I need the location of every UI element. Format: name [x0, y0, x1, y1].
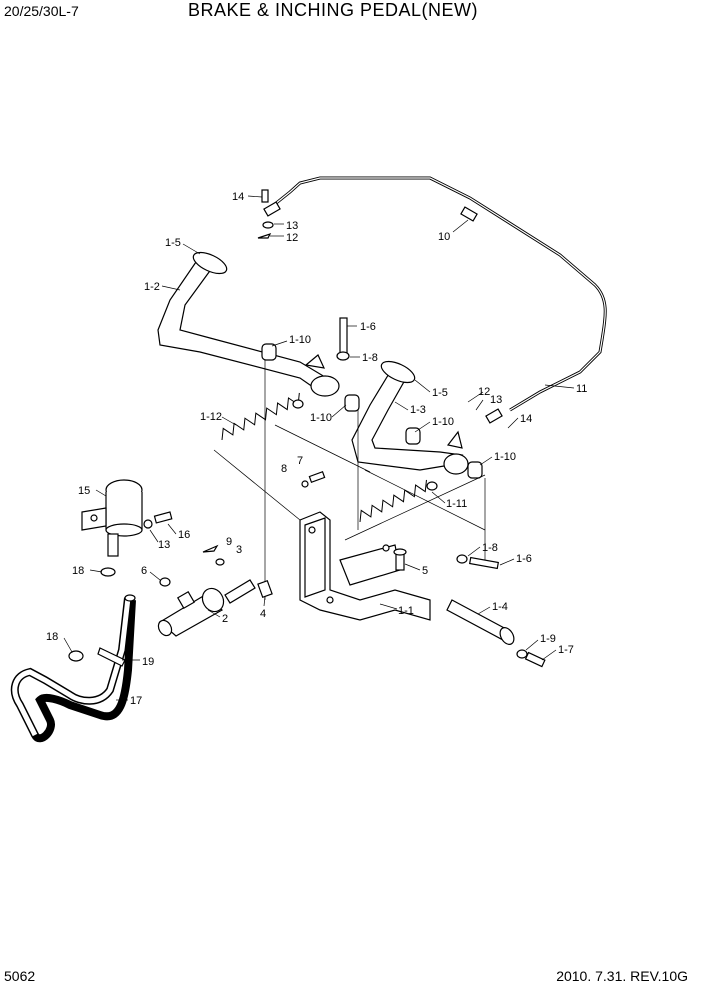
callout-1-12: 1-12: [200, 411, 222, 423]
callout-1-10: 1-10: [432, 416, 454, 428]
callout-1-3: 1-3: [410, 404, 426, 416]
pedal-bracket: [299, 511, 431, 621]
spring-1-12: [221, 392, 304, 441]
callout-13: 13: [490, 394, 502, 406]
callout-1-2: 1-2: [144, 281, 160, 293]
callout-1-10: 1-10: [289, 334, 311, 346]
callout-6: 6: [141, 565, 147, 577]
callout-11: 11: [576, 383, 587, 395]
pivot-pin-1-4: [446, 599, 546, 668]
callout-15: 15: [78, 485, 90, 497]
bolt-1-6: [336, 317, 350, 361]
bolt-1-6-right: [456, 554, 500, 570]
model-code: 20/25/30L-7: [4, 3, 79, 19]
callout-1-1: 1-1: [398, 605, 414, 617]
callout-1-8: 1-8: [362, 352, 378, 364]
callout-1-5: 1-5: [432, 387, 448, 399]
reservoir-15: [81, 479, 143, 557]
callout-7: 7: [297, 455, 303, 467]
callout-19: 19: [142, 656, 154, 668]
hose-17: [10, 594, 136, 743]
callout-leaders: [63, 195, 575, 701]
callout-1-10: 1-10: [494, 451, 516, 463]
callout-12: 12: [478, 386, 490, 398]
leader-guides: [213, 360, 486, 600]
callout-10: 10: [438, 231, 450, 243]
callout-14: 14: [232, 191, 244, 203]
callout-1-7: 1-7: [558, 644, 574, 656]
callout-1-11: 1-11: [446, 498, 467, 510]
callout-14: 14: [520, 413, 532, 425]
callout-1-6: 1-6: [516, 553, 532, 565]
callout-4: 4: [260, 608, 266, 620]
callout-1-8: 1-8: [482, 542, 498, 554]
inching-cable: [263, 176, 607, 424]
callout-1-10: 1-10: [310, 412, 332, 424]
callout-labels: 14 13 12 10 1-5 1-2 1-6 1-10 1-8 11 1-5 …: [46, 191, 587, 707]
callout-3: 3: [236, 544, 242, 556]
clevis-pin-top: [257, 189, 274, 239]
callout-9: 9: [226, 536, 232, 548]
callout-16: 16: [178, 529, 190, 541]
callout-2: 2: [222, 613, 228, 625]
brake-pedal-arm: [157, 251, 340, 397]
callout-17: 17: [130, 695, 142, 707]
callout-12: 12: [286, 232, 298, 244]
master-cylinder-hardware: [159, 544, 273, 599]
callout-1-5: 1-5: [165, 237, 181, 249]
callout-1-9: 1-9: [540, 633, 556, 645]
page-title: BRAKE & INCHING PEDAL(NEW): [188, 0, 479, 20]
spring-1-11: [359, 479, 438, 523]
callout-13: 13: [158, 539, 170, 551]
callout-8: 8: [281, 463, 287, 475]
callout-18: 18: [46, 631, 58, 643]
hose-clamps: [68, 567, 126, 667]
callout-1-4: 1-4: [492, 601, 508, 613]
master-cylinder-2: [157, 579, 256, 637]
stopper-bolt: [301, 471, 407, 571]
callout-5: 5: [422, 565, 428, 577]
bushing-1-10: [261, 343, 483, 479]
reservoir-bolts: [143, 511, 173, 529]
page-number: 5062: [4, 968, 36, 984]
callout-13: 13: [286, 220, 298, 232]
callout-1-6: 1-6: [360, 321, 376, 333]
revision-date: 2010. 7.31. REV.10G: [556, 968, 688, 984]
inching-pedal-arm: [351, 360, 469, 475]
callout-18: 18: [72, 565, 84, 577]
